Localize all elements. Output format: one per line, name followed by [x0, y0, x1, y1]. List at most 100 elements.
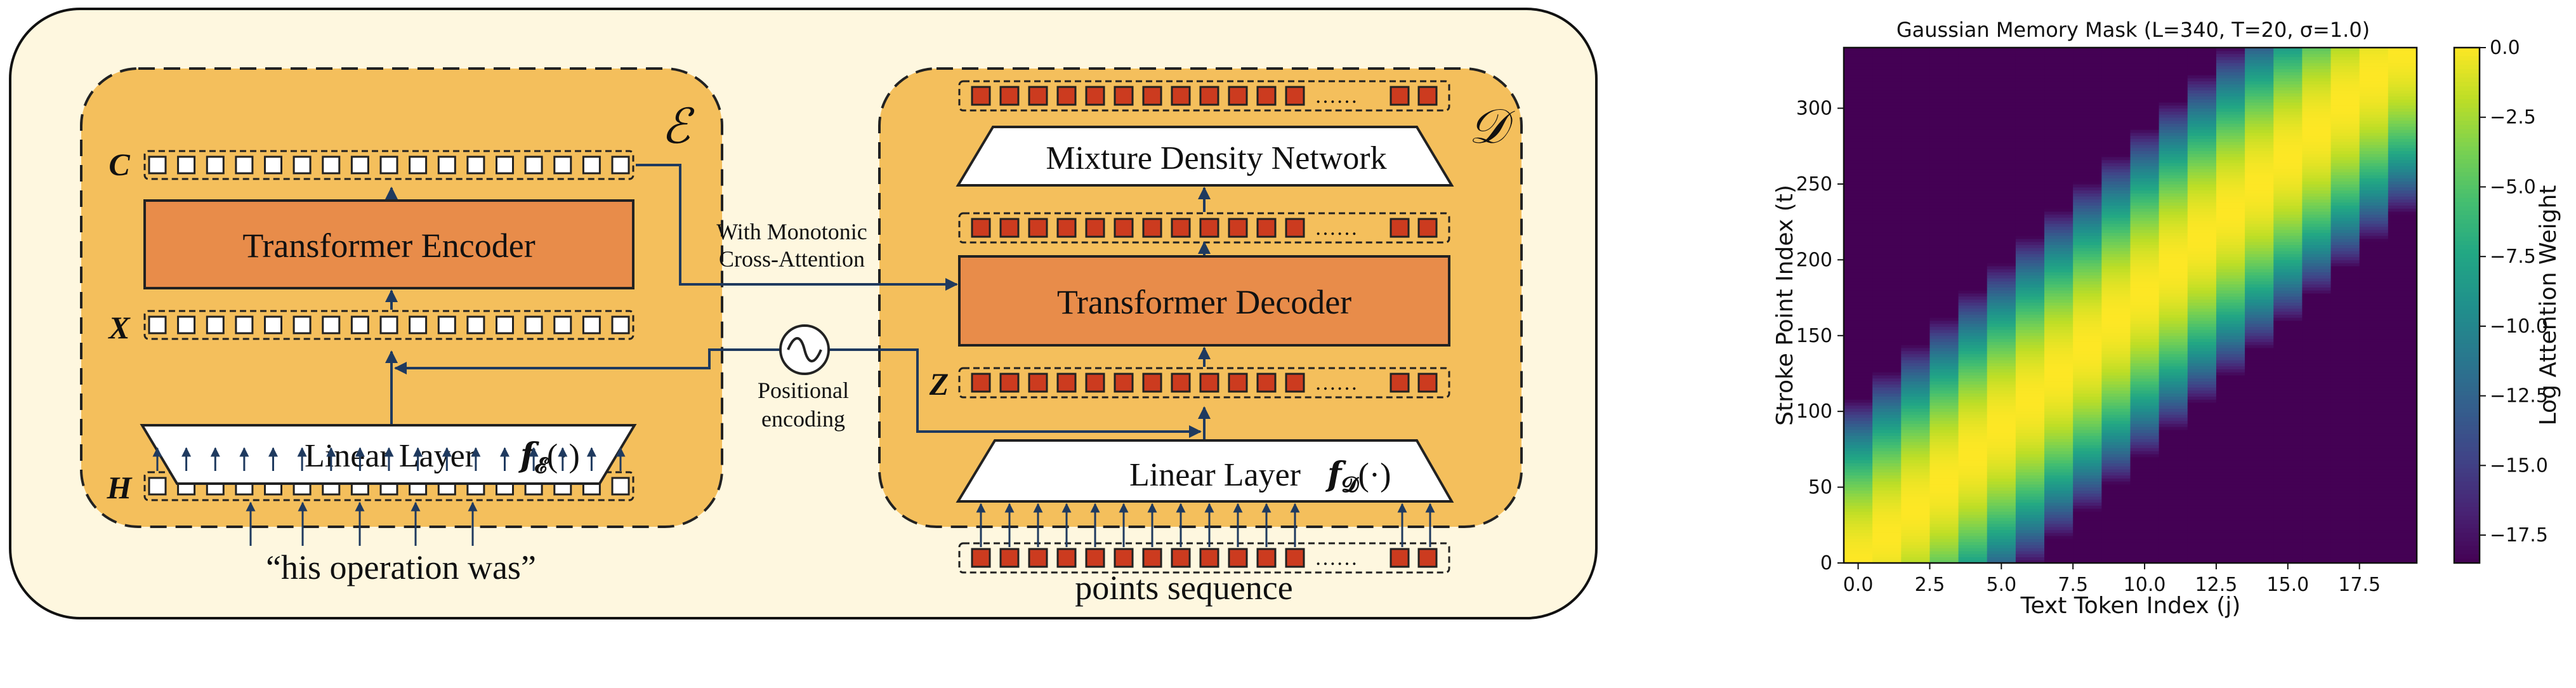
heatmap-cell	[1872, 338, 1902, 342]
heatmap-cell	[2245, 432, 2274, 436]
heatmap-cell	[1872, 332, 1902, 336]
heatmap-cell	[2245, 402, 2274, 406]
heatmap-cell	[1958, 60, 1988, 63]
heatmap-cell	[1844, 241, 1873, 246]
heatmap-cell	[2159, 214, 2188, 218]
heatmap-cell	[2359, 420, 2389, 424]
heatmap-cell	[1958, 423, 1988, 427]
heatmap-cell	[2101, 175, 2131, 178]
heatmap-cell	[1987, 235, 2016, 239]
transformer-decoder-block	[958, 255, 1450, 347]
heatmap-cell	[2330, 60, 2360, 63]
heatmap-cell	[2130, 150, 2160, 154]
heatmap-cell	[1901, 260, 1931, 263]
heatmap-cell	[2101, 111, 2131, 115]
heatmap-cell	[2101, 263, 2131, 267]
token-square	[1417, 218, 1438, 238]
heatmap-cell	[2273, 326, 2303, 330]
heatmap-cell	[1844, 235, 1873, 239]
heatmap-cell	[2073, 226, 2102, 230]
heatmap-cell	[1987, 335, 2016, 340]
heatmap-cell	[2187, 548, 2217, 552]
heatmap-cell	[1872, 475, 1902, 479]
colorbar-segment	[2454, 215, 2480, 220]
heatmap-cell	[1987, 196, 2016, 200]
heatmap-cell	[1929, 456, 1959, 461]
token-square	[148, 155, 167, 175]
token-square	[1256, 548, 1277, 568]
heatmap-cell	[2273, 374, 2303, 379]
colorbar-segment	[2454, 155, 2480, 160]
heatmap-cell	[2216, 432, 2245, 436]
heatmap-cell	[2101, 314, 2131, 318]
token-square	[524, 315, 543, 334]
heatmap-cell	[2130, 329, 2160, 333]
heatmap-cell	[1958, 126, 1988, 130]
heatmap-cell	[1929, 241, 1959, 246]
heatmap-cell	[2388, 211, 2417, 215]
transformer-decoder-label: Transformer Decoder	[1057, 283, 1351, 321]
heatmap-cell	[2273, 533, 2303, 536]
heatmap-cell	[2130, 362, 2160, 367]
heatmap-cell	[1901, 548, 1931, 552]
heatmap-cell	[2302, 362, 2332, 367]
heatmap-cell	[2302, 287, 2332, 291]
heatmap-cell	[1844, 475, 1873, 479]
colorbar-segment	[2454, 194, 2480, 199]
heatmap-cell	[2216, 126, 2245, 130]
heatmap-cell	[2101, 399, 2131, 403]
heatmap-cell	[2245, 105, 2274, 109]
colorbar-tick-label: −15.0	[2490, 454, 2548, 477]
heatmap-cell	[2330, 256, 2360, 260]
plot-frame	[1843, 46, 2418, 564]
colorbar-segment	[2454, 486, 2480, 491]
heatmap-cell	[1901, 217, 1931, 221]
heatmap-cell	[2187, 154, 2217, 157]
heatmap-cell	[1901, 357, 1931, 361]
heatmap-cell	[2159, 175, 2188, 178]
heatmap-cell	[2015, 454, 2045, 458]
heatmap-cell	[2359, 354, 2389, 357]
heatmap-cell	[2273, 253, 2303, 258]
heatmap-cell	[2015, 96, 2045, 100]
heatmap-cell	[2273, 411, 2303, 415]
heatmap-cell	[1929, 265, 1959, 270]
heatmap-cell	[1901, 526, 1931, 531]
token-square	[409, 315, 428, 334]
heatmap-cell	[1987, 402, 2016, 406]
heatmap-cell	[2302, 144, 2332, 149]
heatmap-cell	[1844, 411, 1873, 415]
heatmap-cell	[2330, 441, 2360, 446]
heatmap-cell	[1901, 96, 1931, 100]
heatmap-cell	[1872, 296, 1902, 300]
heatmap-cell	[2330, 150, 2360, 154]
heatmap-cell	[1872, 117, 1902, 121]
heatmap-cell	[2015, 357, 2045, 361]
heatmap-cell	[2044, 372, 2073, 376]
heatmap-cell	[1958, 278, 1988, 282]
heatmap-cell	[2101, 456, 2131, 461]
heatmap-cell	[1929, 557, 1959, 560]
heatmap-cell	[2130, 235, 2160, 239]
heatmap-cell	[2359, 214, 2389, 218]
colorbar-segment	[2454, 343, 2480, 349]
token-square	[148, 477, 167, 496]
heatmap-cell	[2359, 560, 2389, 564]
heatmap-cell	[1929, 523, 1959, 527]
heatmap-cell	[2388, 517, 2417, 521]
heatmap-cell	[2015, 553, 2045, 558]
heatmap-cell	[2302, 456, 2332, 461]
heatmap-cell	[2187, 323, 2217, 327]
arrow-cross-attention	[636, 164, 958, 291]
heatmap-cell	[1844, 317, 1873, 321]
x-tick-label: 15.0	[2266, 574, 2309, 596]
heatmap-cell	[2388, 475, 2417, 479]
heatmap-cell	[2273, 220, 2303, 224]
heatmap-cell	[1901, 278, 1931, 282]
heatmap-cell	[2159, 284, 2188, 288]
heatmap-cell	[2359, 129, 2389, 133]
heatmap-cell	[2273, 166, 2303, 169]
heatmap-cell	[2130, 311, 2160, 315]
token-square	[1142, 373, 1162, 393]
heatmap-cell	[2216, 560, 2245, 564]
